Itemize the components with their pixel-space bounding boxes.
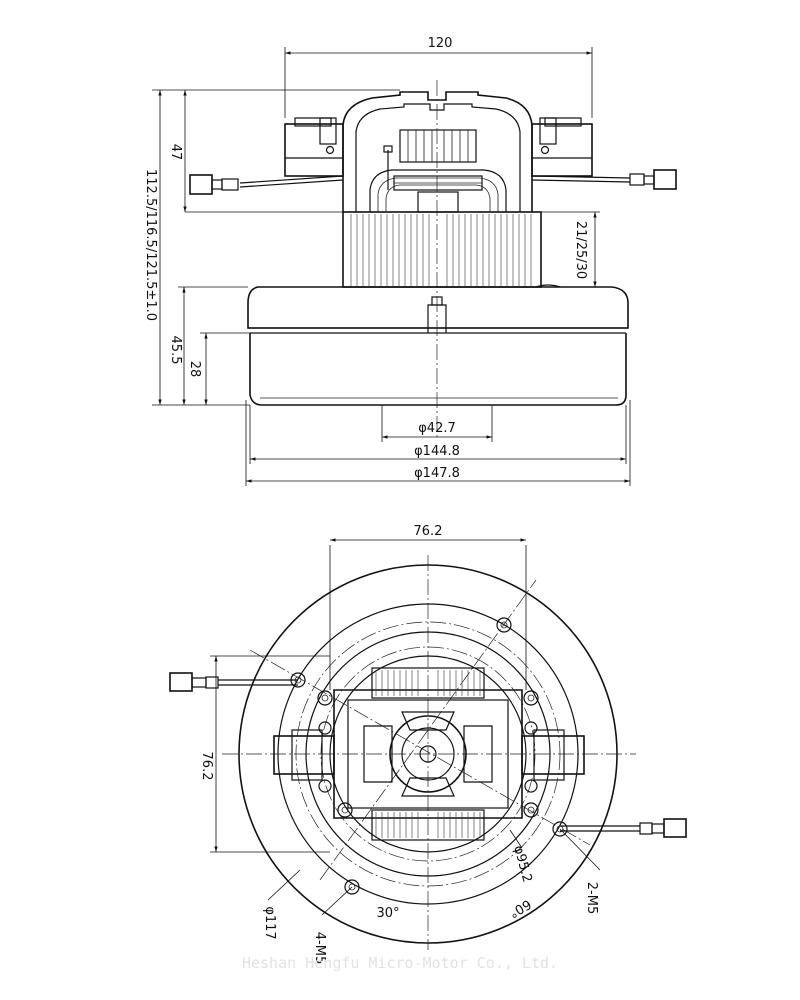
watermark: Heshan Hengfu Micro-Motor Co., Ltd. — [242, 954, 558, 972]
dim-d-outlet: φ42.7 — [418, 421, 456, 436]
rotor — [389, 715, 467, 793]
lead-wire-right — [531, 169, 677, 190]
dim-holes-2: 2-M5 — [584, 882, 599, 914]
dim-width-top: 120 — [428, 36, 453, 51]
lead-wire-bottom-right — [560, 818, 687, 838]
stator-stack — [342, 211, 542, 288]
dimension-lines — [152, 47, 631, 486]
dim-angle-30: 30° — [376, 906, 399, 921]
side-view: 120 47 112.5/116.5/121.5±1.0 21/25/30 45… — [143, 36, 677, 486]
lead-wire-left — [189, 174, 344, 195]
dim-fan-lower: 28 — [187, 361, 202, 378]
dim-pcd-large: φ117 — [262, 906, 277, 939]
dim-top-width: 76.2 — [414, 524, 443, 539]
fan-housing — [247, 284, 629, 406]
dim-d-outer: φ147.8 — [414, 466, 460, 481]
mounting-holes — [290, 617, 568, 895]
dim-holes-4: 4-M5 — [312, 932, 327, 964]
lead-wire-top-left — [169, 672, 298, 692]
dim-top-height: 76.2 — [199, 752, 214, 781]
dim-angle-60: 60° — [506, 896, 533, 921]
motor-frame-top — [273, 667, 585, 841]
dim-d-fan: φ144.8 — [414, 444, 460, 459]
dim-height-head: 47 — [168, 144, 183, 161]
dim-pcd-small: φ95.2 — [510, 844, 534, 884]
dim-fan-height: 45.5 — [168, 336, 183, 365]
dim-stack: 21/25/30 — [573, 221, 588, 279]
top-dimension-lines — [210, 538, 601, 916]
dim-height-total: 112.5/116.5/121.5±1.0 — [143, 169, 158, 321]
top-view: 76.2 76.2 φ95.2 φ117 2-M5 4-M5 30° 60° — [169, 524, 687, 964]
motor-head — [284, 91, 593, 213]
